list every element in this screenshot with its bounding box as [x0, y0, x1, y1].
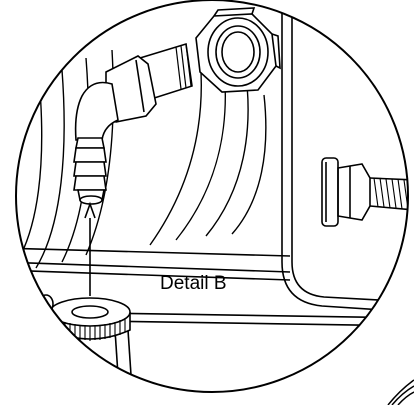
detail-circle-border	[15, 0, 409, 393]
bottom-rail	[16, 247, 408, 392]
flange-bolt-icon	[321, 157, 408, 227]
knurled-cap-icon	[38, 294, 131, 341]
bracket-plate	[281, 0, 408, 313]
hose-elbow-icon	[73, 42, 193, 205]
detail-caption: Detail B	[160, 273, 227, 294]
adjacent-detail-edge	[387, 379, 414, 405]
assembly-arrow-icon	[84, 201, 96, 296]
coupling-nut-icon	[195, 7, 281, 93]
